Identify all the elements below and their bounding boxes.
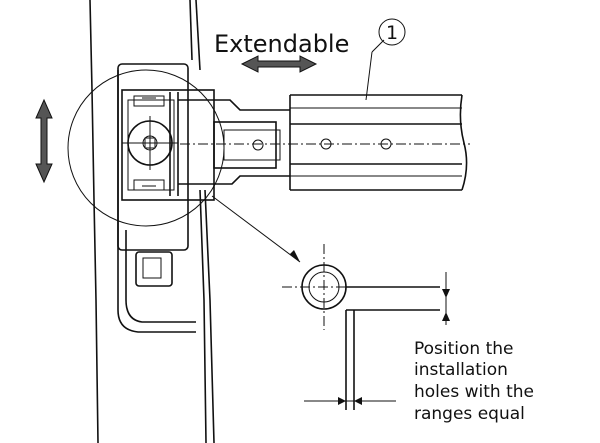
installation-note: Position the installation holes with the… (414, 339, 534, 424)
detail-pointer (211, 195, 301, 263)
round-fitting (122, 116, 178, 170)
note-line: ranges equal (414, 404, 525, 424)
vertical-double-arrow-icon (35, 98, 53, 184)
horizontal-double-arrow-icon (240, 55, 318, 73)
extendable-label: Extendable (214, 30, 349, 58)
dimension-marks (304, 272, 450, 405)
part-leader-line (365, 39, 385, 101)
part-number-circle (378, 18, 406, 46)
note-line: Position the (414, 339, 514, 359)
mounting-frame (89, 0, 215, 443)
note-line: holes with the (414, 382, 534, 402)
hole-detail (282, 244, 440, 410)
note-line: installation (414, 360, 508, 380)
extendable-arm (178, 99, 470, 185)
part-number-label: 1 (386, 22, 398, 44)
mounting-bracket (117, 63, 215, 287)
tube-part (289, 94, 468, 191)
